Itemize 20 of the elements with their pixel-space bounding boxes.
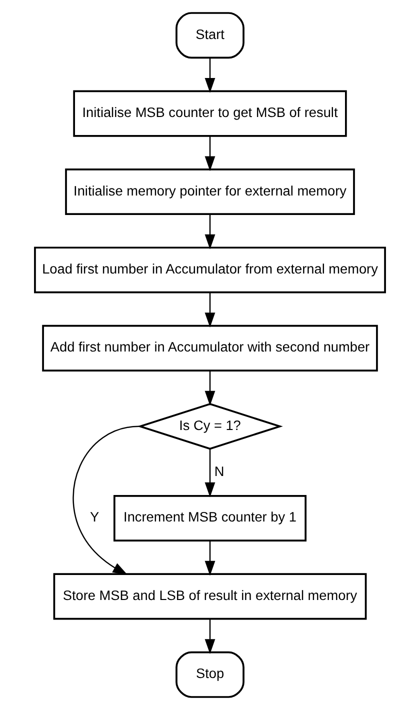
arrow [204,214,216,250]
node-box: Start [176,12,244,59]
node-box: Increment MSB counter by 1 [113,494,307,542]
node-box: Load first number in Accumulator from external memory [34,246,386,294]
node-diamond: Is Cy = 1? [137,403,283,450]
edge-label: N [214,464,224,479]
arrow [204,619,216,654]
arrow [204,292,216,328]
node-box: Store MSB and LSB of result in external memory [53,573,367,620]
node-box: Initialise MSB counter to get MSB of result [73,90,347,137]
arrow [72,426,140,575]
node-box: Stop [176,651,244,698]
arrow [204,136,216,172]
arrow [204,370,216,406]
node-box: Initialise memory pointer for external memory [65,168,355,216]
edge-label: Y [90,510,100,525]
arrow [204,448,216,498]
node-box: Add first number in Accumulator with second number [42,324,378,372]
arrow [204,58,216,93]
arrow [204,540,216,576]
